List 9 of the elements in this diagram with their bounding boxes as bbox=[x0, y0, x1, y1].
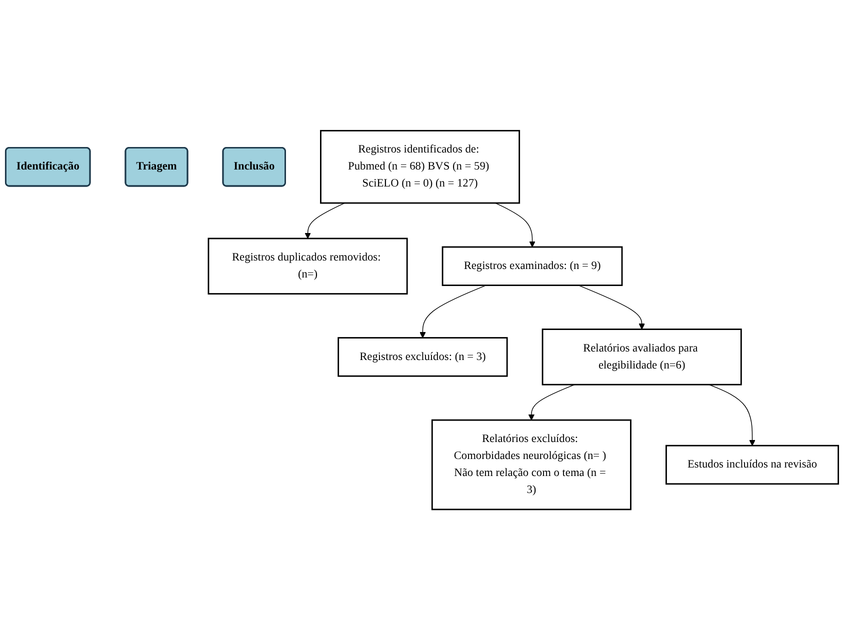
node-box: Relatórios excluídos: Comorbidades neurológicas (n= ) Não tem relação com o tema (n = 3) bbox=[431, 420, 632, 511]
arrow bbox=[304, 203, 346, 240]
node-box: Registros identificados de: Pubmed (n = 68) BVS (n = 59) SciELO (n = 0) (n = 127) bbox=[320, 130, 520, 204]
node-box: Registros duplicados removidos: (n=) bbox=[208, 238, 408, 295]
arrow bbox=[495, 203, 536, 248]
node-box: Registros examinados: (n = 9) bbox=[442, 246, 623, 286]
node-box: Estudos incluídos na revisão bbox=[666, 445, 840, 486]
node-box: Registros excluídos: (n = 3) bbox=[338, 338, 508, 378]
node-box: Relatórios avaliados para elegibilidade (n=6) bbox=[542, 329, 742, 386]
